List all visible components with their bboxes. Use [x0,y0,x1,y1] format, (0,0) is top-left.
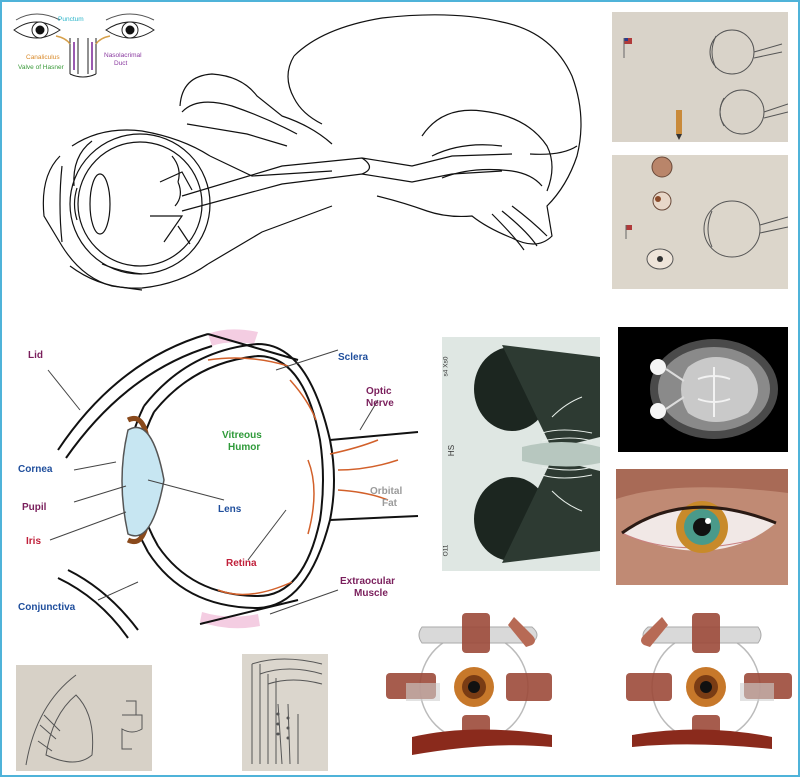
label-fat: Fat [382,498,397,509]
muscle-diagram-left [382,607,562,775]
photo-sketch-top [612,12,788,142]
eye-section-svg [47,329,419,639]
label-orbital: Orbital [370,486,403,497]
pathway-svg [42,14,582,291]
muscle-left-svg [386,613,552,755]
visual-pathway-drawing [32,6,592,302]
lacrimal-drawing [13,13,155,78]
muscle-right-svg [626,613,792,749]
mri-corner-bottom: O11 [442,544,450,557]
sketch-middle-svg [625,156,788,270]
sketch-bl-svg [25,674,143,766]
label-punctum: Punctum [58,16,84,23]
label-canaliculus: Canaliculus [26,54,60,61]
label-muscle: Muscle [354,588,388,599]
mri-corner-top: s4 Xs0 [442,356,450,377]
mri-axial-svg [650,339,778,439]
photo-sketch-middle [612,155,788,289]
label-nerve: Nerve [366,398,394,409]
label-lid: Lid [28,350,43,361]
mri-side-text: HS [447,444,457,457]
sketch-bm-svg [251,658,323,765]
label-retina: Retina [226,558,257,569]
label-humor: Humor [228,442,261,453]
photo-sketch-bottom-left [16,665,152,771]
lacrimal-diagram: Punctum Canaliculus Valve of Hasner Naso… [8,8,158,80]
label-vitreous: Vitreous [222,430,262,441]
label-extraocular: Extraocular [340,576,396,587]
eye-photo-svg [616,469,788,585]
eye-cross-section: Lid Sclera Optic Nerve Vitreous Humor Co… [8,320,434,648]
label-optic: Optic [366,386,392,397]
label-lens: Lens [218,504,242,515]
muscle-diagram-right [622,607,798,775]
photo-sketch-bottom-middle [242,654,328,771]
mri-axial-brain [618,327,788,452]
eye-photo [616,469,788,585]
label-iris: Iris [26,536,42,547]
sketch-top-svg [623,29,788,140]
label-cornea: Cornea [18,464,53,475]
label-pupil: Pupil [22,502,47,513]
label-sclera: Sclera [338,352,369,363]
label-conjunctiva: Conjunctiva [18,602,76,613]
mri-orbits-svg [474,345,600,563]
label-duct: Duct [114,60,128,67]
label-nasolacrimal: Nasolacrimal [104,52,142,59]
label-valve-of-hasner: Valve of Hasner [18,64,64,71]
mri-orbits: HS s4 Xs0 O11 [442,337,600,571]
